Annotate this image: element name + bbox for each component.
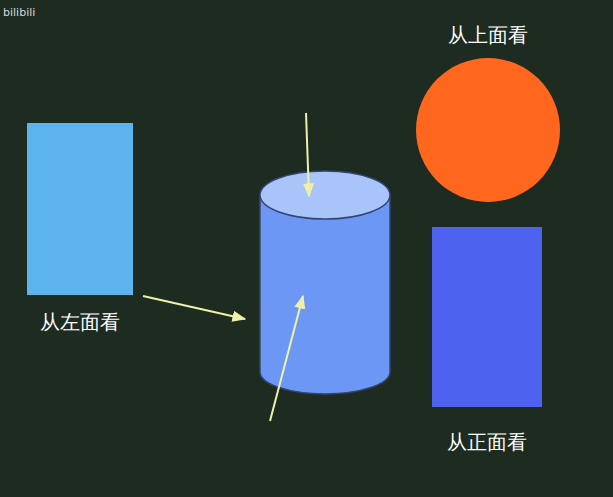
top-view-circle: 从上面看 bbox=[414, 22, 562, 202]
cylinder bbox=[260, 171, 390, 394]
rect-shape bbox=[432, 227, 542, 407]
top-view-arrow bbox=[306, 113, 309, 196]
circle-shape bbox=[416, 58, 560, 202]
cylinder-body bbox=[260, 195, 390, 372]
view-label: 从左面看 bbox=[40, 309, 120, 335]
cylinder-top bbox=[260, 171, 390, 219]
cylinder-outline bbox=[260, 195, 390, 394]
left-view-arrow bbox=[143, 296, 245, 319]
front-view-arrow bbox=[270, 296, 303, 421]
front-view-rect: 从正面看 bbox=[432, 227, 542, 455]
view-arrows bbox=[143, 113, 309, 421]
left-view-rect: 从左面看 bbox=[27, 123, 133, 335]
view-label: 从上面看 bbox=[448, 22, 528, 48]
view-label: 从正面看 bbox=[447, 429, 527, 455]
circle-fill bbox=[416, 58, 560, 202]
watermark: bilibili bbox=[3, 6, 35, 19]
rect-shape bbox=[27, 123, 133, 295]
